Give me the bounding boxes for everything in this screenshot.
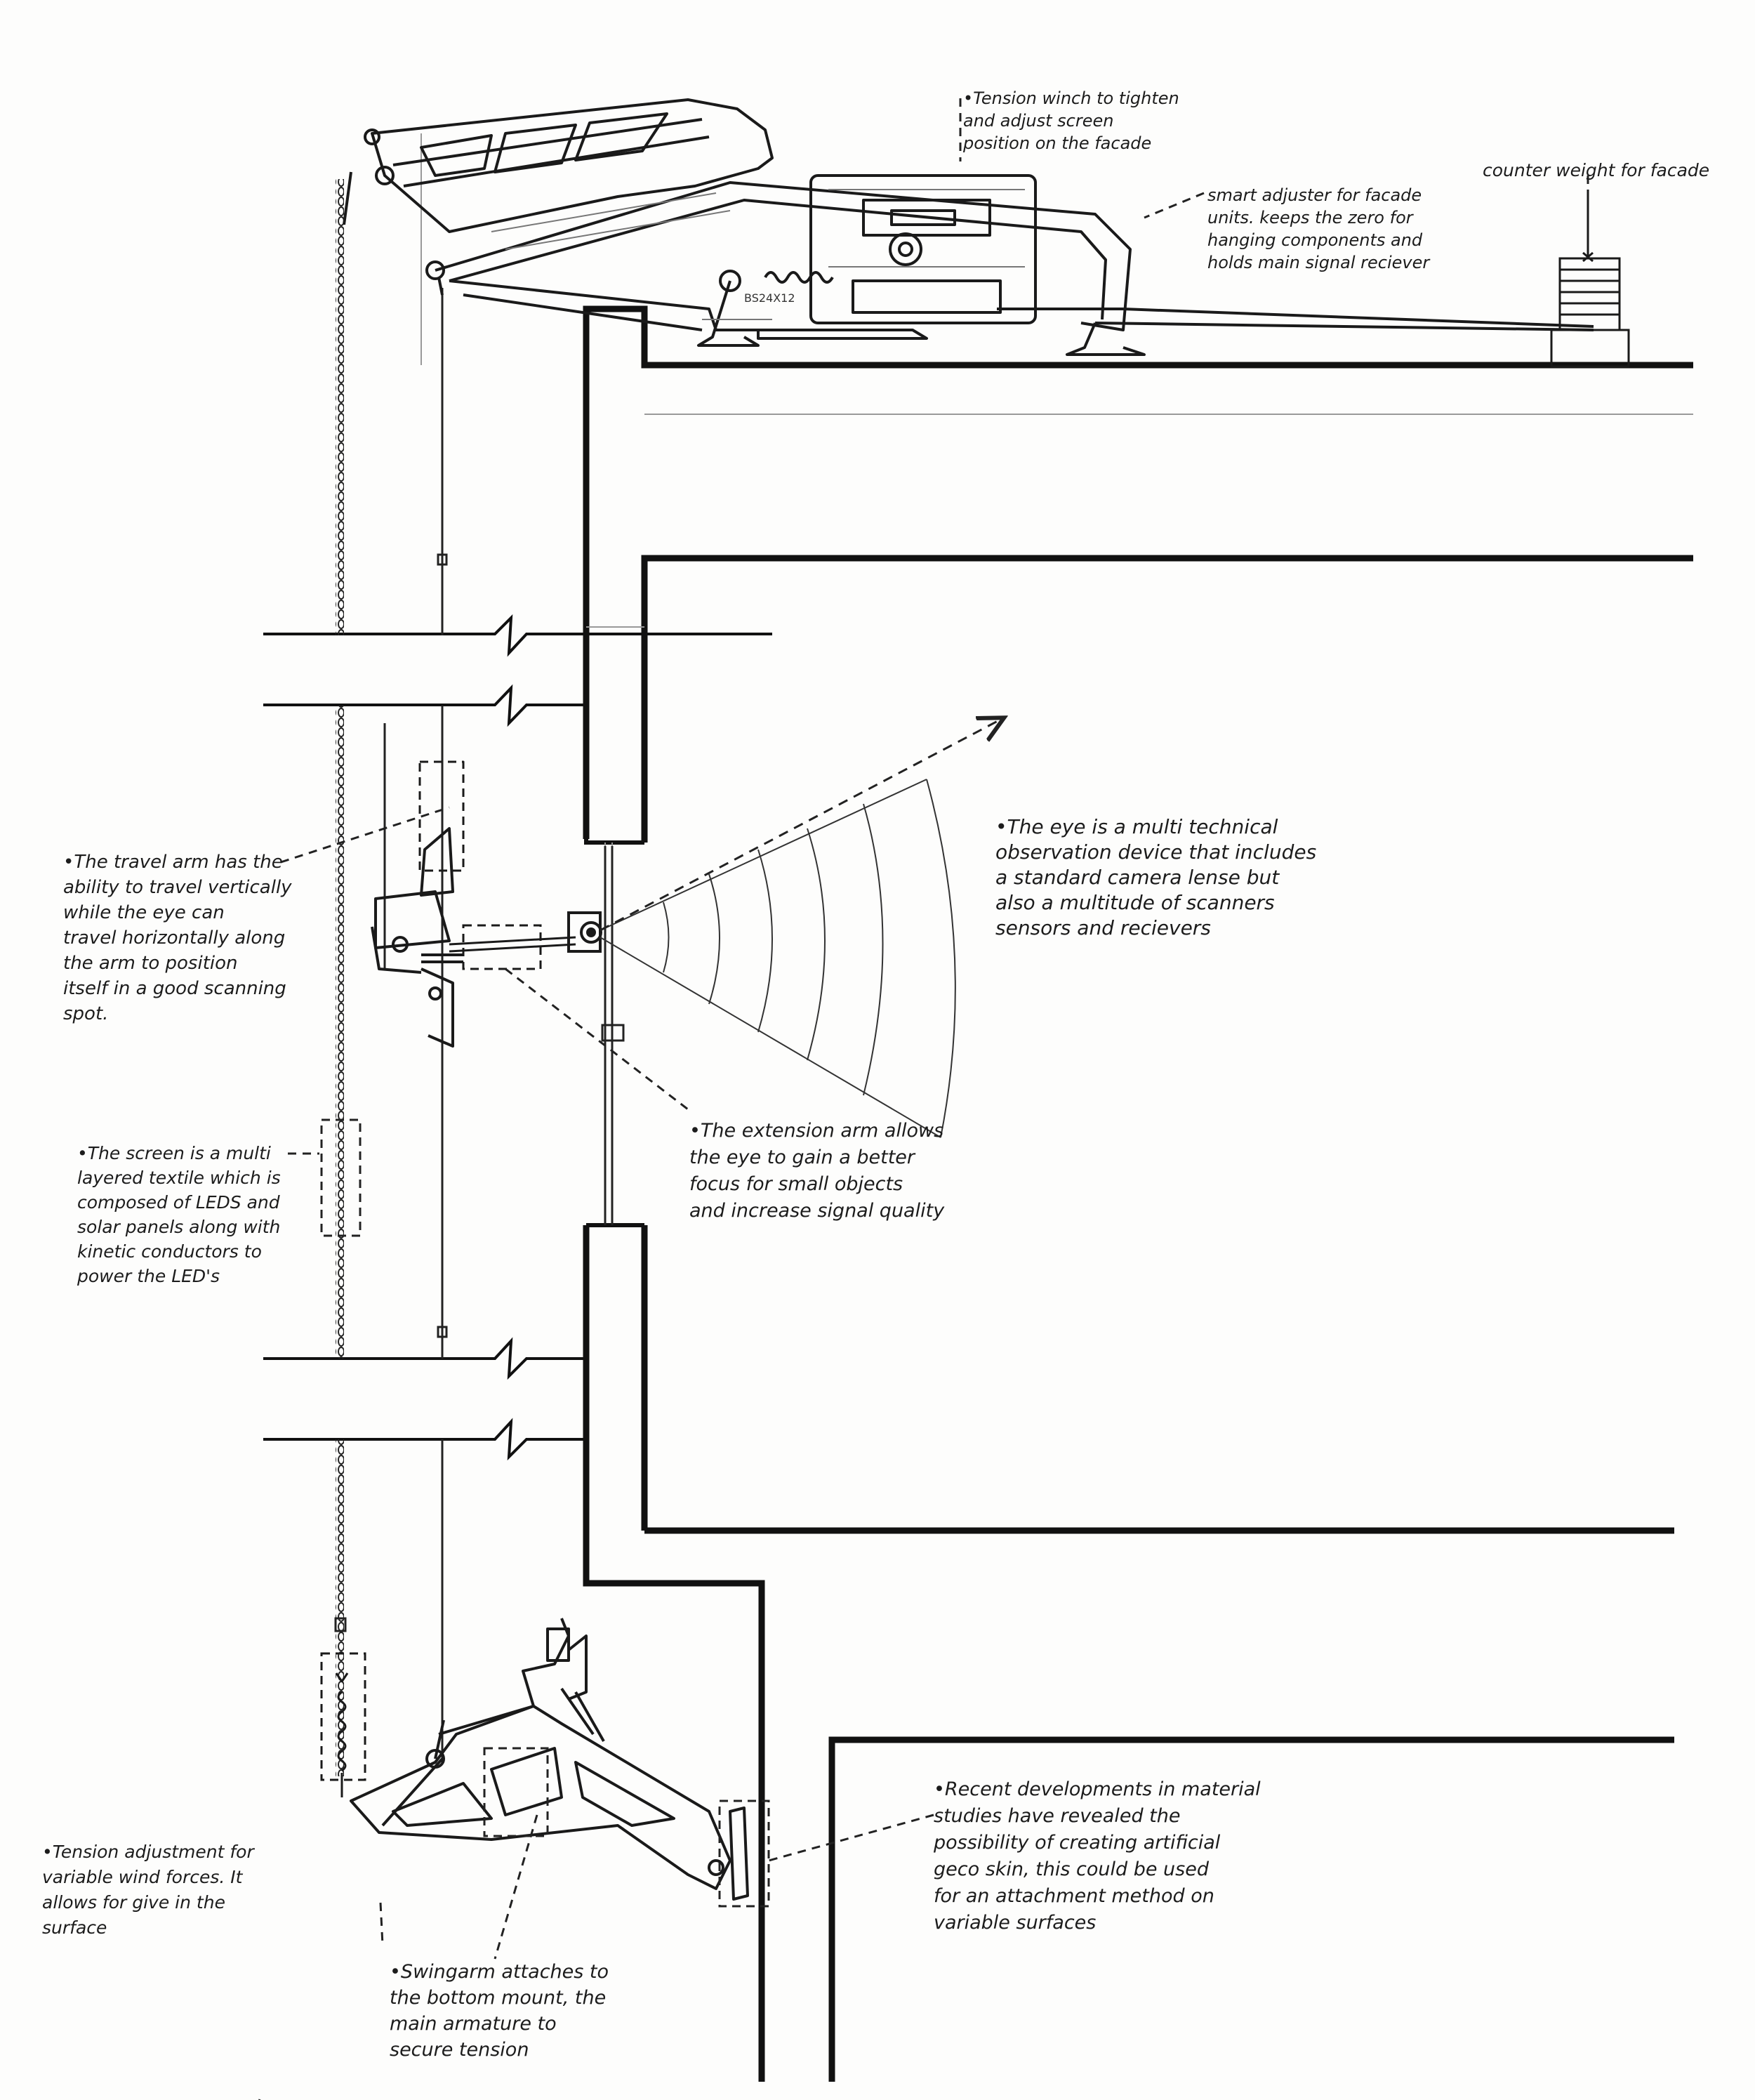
eye-device [567, 911, 602, 953]
support-cables [334, 288, 448, 1762]
annotation-tension-adjustment: •Tension adjustment for variable wind fo… [42, 1842, 254, 1938]
annotation-travel-arm: •The travel arm has the ability to trave… [63, 852, 292, 1024]
extension-arm [449, 924, 576, 970]
screen-textile [336, 179, 344, 1776]
annotation-screen: •The screen is a multi layered textile w… [77, 1143, 281, 1286]
annotation-tension-winch: •Tension winch to tighten and adjust scr… [963, 88, 1179, 153]
building-wall [583, 305, 1693, 2082]
annotation-swing-arm: •Swingarm attaches to the bottom mount, … [390, 1961, 609, 2061]
counterweight [1550, 190, 1630, 368]
window-glazing [601, 846, 625, 1225]
part-code-label: BS24X12 [744, 291, 795, 305]
annotation-smart-adjuster: smart adjuster for facade units. keeps t… [1207, 185, 1430, 272]
scan-field [600, 779, 956, 1138]
travel-arm [371, 760, 465, 1048]
dashed-callout-boxes [483, 1747, 770, 1908]
annotation-counterweight: counter weight for facade [1483, 160, 1710, 180]
annotation-gecko-skin: •Recent developments in material studies… [934, 1778, 1261, 1934]
scan-direction-arrow [600, 720, 1000, 932]
leader-lines [258, 98, 1589, 2100]
annotation-extension-arm: •The extension arm allows the eye to gai… [689, 1120, 945, 1222]
break-lines [263, 614, 772, 1461]
tension-adjuster [320, 1652, 366, 1797]
annotation-eye: •The eye is a multi technical observatio… [995, 815, 1317, 939]
roof-rig [343, 98, 1594, 356]
swing-arm [350, 1618, 749, 1901]
roof-rig-hatching [491, 189, 1025, 320]
screen-detail-box [320, 1118, 362, 1237]
